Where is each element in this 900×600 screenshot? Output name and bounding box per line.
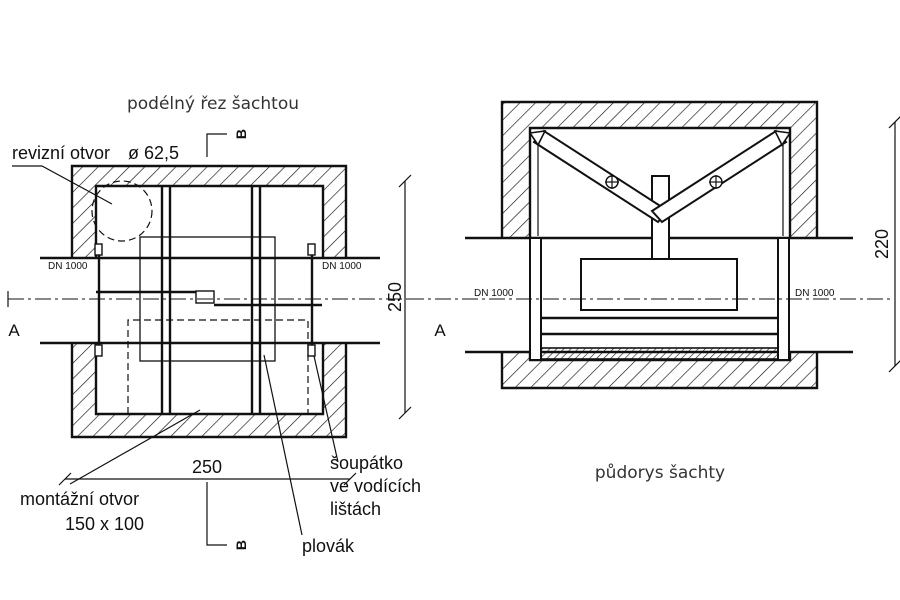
float-body — [139, 236, 276, 362]
plan-float — [580, 258, 738, 311]
right-plan-view: půdorys šachty — [408, 100, 900, 483]
left-section-view: podélný řez šachtou — [7, 94, 421, 556]
left-dim-height: 250 — [385, 282, 405, 312]
left-dim-width: 250 — [192, 457, 222, 477]
label-montazni-otvor: montážní otvor — [20, 489, 139, 509]
left-dn-left: DN 1000 — [48, 261, 88, 272]
hinge-pins — [605, 175, 723, 189]
label-montazni-size: 150 x 100 — [65, 514, 144, 534]
left-dn-right: DN 1000 — [322, 261, 362, 272]
right-view-caption: půdorys šachty — [595, 463, 725, 483]
inspection-opening — [91, 180, 153, 242]
right-dn-right: DN 1000 — [795, 288, 835, 299]
section-b-top-label: B — [233, 129, 249, 139]
gate-slider — [96, 290, 322, 307]
label-revizni-dimension: ø 62,5 — [128, 143, 179, 163]
label-soupatko-1: šoupátko — [330, 453, 403, 473]
label-revizni-otvor: revizní otvor — [12, 143, 110, 163]
label-soupatko-3: lištách — [330, 499, 381, 519]
bottom-slab — [540, 347, 779, 360]
left-section-a-label: A — [8, 321, 20, 340]
label-soupatko-2: ve vodících — [330, 476, 421, 496]
right-dn-left: DN 1000 — [474, 288, 514, 299]
left-view-caption: podélný řez šachtou — [127, 94, 299, 114]
right-section-a-label: A — [434, 321, 446, 340]
section-b-bottom-label: B — [233, 540, 249, 550]
assembly-opening — [127, 319, 309, 414]
guide-rails — [160, 186, 262, 414]
right-dim-height: 220 — [872, 229, 892, 259]
label-plovak: plovák — [302, 536, 355, 556]
